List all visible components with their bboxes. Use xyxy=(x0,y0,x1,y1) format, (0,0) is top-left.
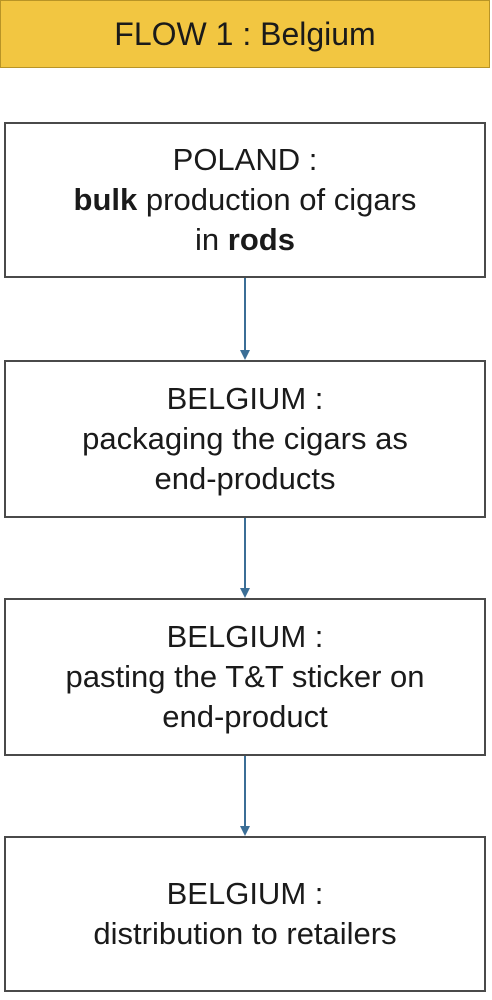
step-3-line-2: pasting the T&T sticker on xyxy=(65,658,425,694)
arrow-poland-to-packaging xyxy=(240,278,250,360)
flow-title: FLOW 1 : Belgium xyxy=(114,15,376,52)
step-2-line-2: packaging the cigars as xyxy=(82,420,408,456)
step-box-poland: POLAND : bulk production of cigars in ro… xyxy=(4,122,486,278)
arrow-sticker-to-distribution xyxy=(240,756,250,836)
arrow-packaging-to-sticker xyxy=(240,518,250,598)
step-4-country: BELGIUM : xyxy=(166,875,324,911)
step-box-belgium-sticker: BELGIUM : pasting the T&T sticker on end… xyxy=(4,598,486,756)
step-3-country: BELGIUM : xyxy=(166,618,324,654)
arrow-3-head xyxy=(240,826,250,836)
flow-title-banner: FLOW 1 : Belgium xyxy=(0,0,490,68)
arrow-2-head xyxy=(240,588,250,598)
step-box-belgium-distribution: BELGIUM : distribution to retailers xyxy=(4,836,486,992)
step-4-line-2: distribution to retailers xyxy=(93,916,397,951)
step-1-bold-bulk: bulk xyxy=(73,181,138,217)
step-1-bold-rods: rods xyxy=(227,222,295,258)
step-1-line-2-rest: production of cigars xyxy=(137,181,417,217)
step-1-line-3-pre: in xyxy=(195,222,228,258)
step-1-line-3: in rods xyxy=(195,220,295,260)
arrow-1-head xyxy=(240,350,250,360)
step-2-line-3: end-products xyxy=(154,461,336,497)
step-2-country: BELGIUM : xyxy=(166,380,324,416)
step-3-line-3: end-product xyxy=(162,699,328,735)
step-1-line-2: bulk production of cigars xyxy=(74,180,417,220)
step-1-country: POLAND : xyxy=(172,141,318,177)
step-box-belgium-packaging: BELGIUM : packaging the cigars as end-pr… xyxy=(4,360,486,518)
